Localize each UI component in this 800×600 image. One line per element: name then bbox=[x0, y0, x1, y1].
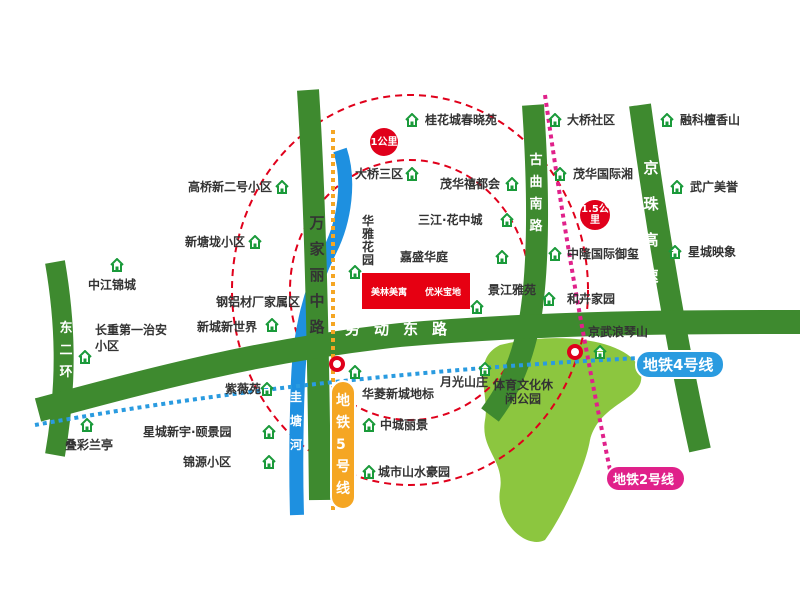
park-label: 体育文化休闲公园 bbox=[493, 378, 554, 406]
house-icon bbox=[275, 180, 289, 194]
park-area bbox=[483, 338, 642, 542]
place-label: 嘉盛华庭 bbox=[400, 250, 449, 264]
house-icon bbox=[405, 167, 419, 181]
house-icon bbox=[265, 318, 279, 332]
place-label: 中城丽景 bbox=[380, 418, 429, 432]
radius-1-5km-badge: 1.5公里 bbox=[580, 200, 610, 230]
place-label: 茂华禧都会 bbox=[440, 177, 501, 191]
house-icon bbox=[362, 418, 376, 432]
place-label: 高桥新二号小区 bbox=[188, 180, 273, 194]
house-icon bbox=[668, 245, 682, 259]
road-guqu bbox=[481, 104, 549, 422]
place-label: 新城新世界 bbox=[197, 320, 258, 334]
place-label: 长重第一治安小区 bbox=[95, 323, 168, 353]
place-label: 和卉家园 bbox=[567, 292, 616, 306]
radius-1km-badge: 1公里 bbox=[370, 128, 398, 156]
house-icon bbox=[78, 350, 92, 364]
river-label: 圭塘河 bbox=[289, 390, 302, 452]
place-label: 星城新宇·颐景园 bbox=[143, 425, 232, 439]
house-icon bbox=[553, 167, 567, 181]
place-label: 景江雅苑 bbox=[488, 283, 537, 297]
road-laodong bbox=[34, 310, 800, 422]
metro-line-5-label: 地铁5号线 bbox=[330, 380, 356, 510]
road-label-huaya: 华雅花园 bbox=[361, 214, 374, 267]
place-label: 三江·花中城 bbox=[418, 213, 483, 227]
place-label: 桂花城春晓苑 bbox=[425, 113, 498, 127]
house-icon bbox=[362, 465, 376, 479]
place-label: 茂华国际湘 bbox=[573, 167, 634, 181]
house-icon bbox=[500, 213, 514, 227]
house-icon bbox=[260, 382, 274, 396]
metro-line-4-label: 地铁4号线 bbox=[635, 350, 726, 379]
logo-text: 优米宝地 bbox=[424, 287, 461, 298]
road-donger bbox=[45, 260, 74, 457]
road-wanjiali bbox=[297, 89, 331, 501]
house-icon bbox=[80, 418, 94, 432]
metro-line-2-label: 地铁2号线 bbox=[605, 465, 687, 492]
place-label: 融科檀香山 bbox=[680, 113, 741, 127]
house-icon bbox=[248, 235, 262, 249]
house-icon bbox=[495, 250, 509, 264]
road-label-guqu: 古曲南路 bbox=[529, 153, 543, 234]
place-label: 锦源小区 bbox=[183, 455, 232, 469]
radius-ring-1-5km bbox=[231, 94, 589, 486]
house-icon bbox=[670, 180, 684, 194]
house-icon bbox=[348, 265, 362, 279]
place-label: 中江锦城 bbox=[88, 278, 137, 292]
house-icon bbox=[548, 247, 562, 261]
place-label: 中隆国际御玺 bbox=[567, 247, 640, 261]
road-label-jingzhu: 京珠高速 bbox=[643, 159, 659, 285]
place-label: 月光山庄 bbox=[440, 375, 489, 389]
place-label: 大桥三区 bbox=[355, 167, 404, 181]
place-label: 城市山水豪园 bbox=[378, 465, 451, 479]
house-icon bbox=[470, 300, 484, 314]
place-label: 武广美誉 bbox=[690, 180, 739, 194]
house-icon bbox=[262, 455, 276, 469]
place-label: 叠彩兰亭 bbox=[65, 438, 114, 452]
place-label: 紫薇苑 bbox=[225, 382, 262, 396]
house-icon bbox=[348, 365, 362, 379]
road-label-laodong: 劳动东路 bbox=[345, 320, 462, 338]
house-icon bbox=[660, 113, 674, 127]
place-label: 钢铝材厂家属区 bbox=[216, 295, 301, 309]
road-label-wanjiali: 万家丽中路 bbox=[309, 214, 325, 336]
place-label: 新塘垅小区 bbox=[185, 235, 246, 249]
logo-text: 美林美寓 bbox=[370, 287, 407, 298]
place-label: 大桥社区 bbox=[567, 113, 616, 127]
house-icon bbox=[478, 362, 492, 376]
project-logo: 美林美寓 优米宝地 bbox=[362, 273, 470, 309]
house-icon bbox=[505, 177, 519, 191]
house-icon bbox=[548, 113, 562, 127]
place-label: 京武浪琴山 bbox=[588, 325, 649, 339]
house-icon bbox=[262, 425, 276, 439]
house-icon bbox=[110, 258, 124, 272]
road-jingzhu bbox=[629, 103, 711, 453]
house-icon bbox=[593, 345, 607, 359]
house-icon bbox=[405, 113, 419, 127]
metro-line-2 bbox=[543, 94, 612, 471]
place-label: 华菱新城地标 bbox=[362, 387, 435, 401]
place-label: 星城映象 bbox=[688, 245, 737, 259]
house-icon bbox=[542, 292, 556, 306]
road-label-donger: 东二环 bbox=[59, 321, 73, 380]
metro-line-4 bbox=[34, 356, 641, 427]
